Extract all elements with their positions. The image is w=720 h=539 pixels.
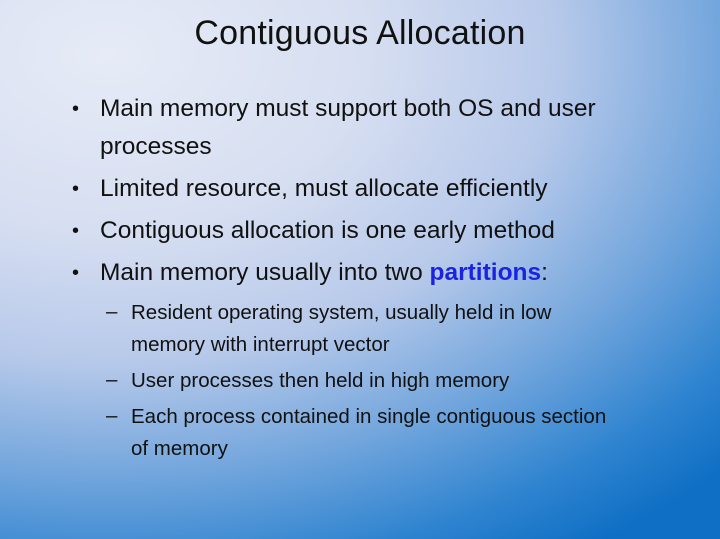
highlighted-term: partitions (429, 259, 542, 286)
sub-bullet-item: – Resident operating system, usually hel… (72, 296, 692, 362)
bullet-item: • Contiguous allocation is one early met… (72, 210, 692, 252)
bullet-icon: • (72, 262, 80, 284)
bullet-icon: • (72, 178, 80, 200)
dash-icon: – (106, 300, 118, 323)
bullet-icon: • (72, 98, 80, 120)
dash-icon: – (106, 404, 118, 427)
dash-icon: – (106, 368, 118, 391)
sub-bullet-item: – User processes then held in high memor… (72, 364, 692, 398)
bullet-list: • Main memory must support both OS and u… (72, 88, 692, 466)
sub-bullet-item: – Each process contained in single conti… (72, 400, 692, 466)
bullet-icon: • (72, 220, 80, 242)
bullet-item: • Main memory must support both OS and u… (72, 88, 692, 168)
bullet-item: • Main memory usually into two partition… (72, 252, 692, 294)
bullet-item: • Limited resource, must allocate effici… (72, 168, 692, 210)
slide-title: Contiguous Allocation (194, 14, 526, 52)
